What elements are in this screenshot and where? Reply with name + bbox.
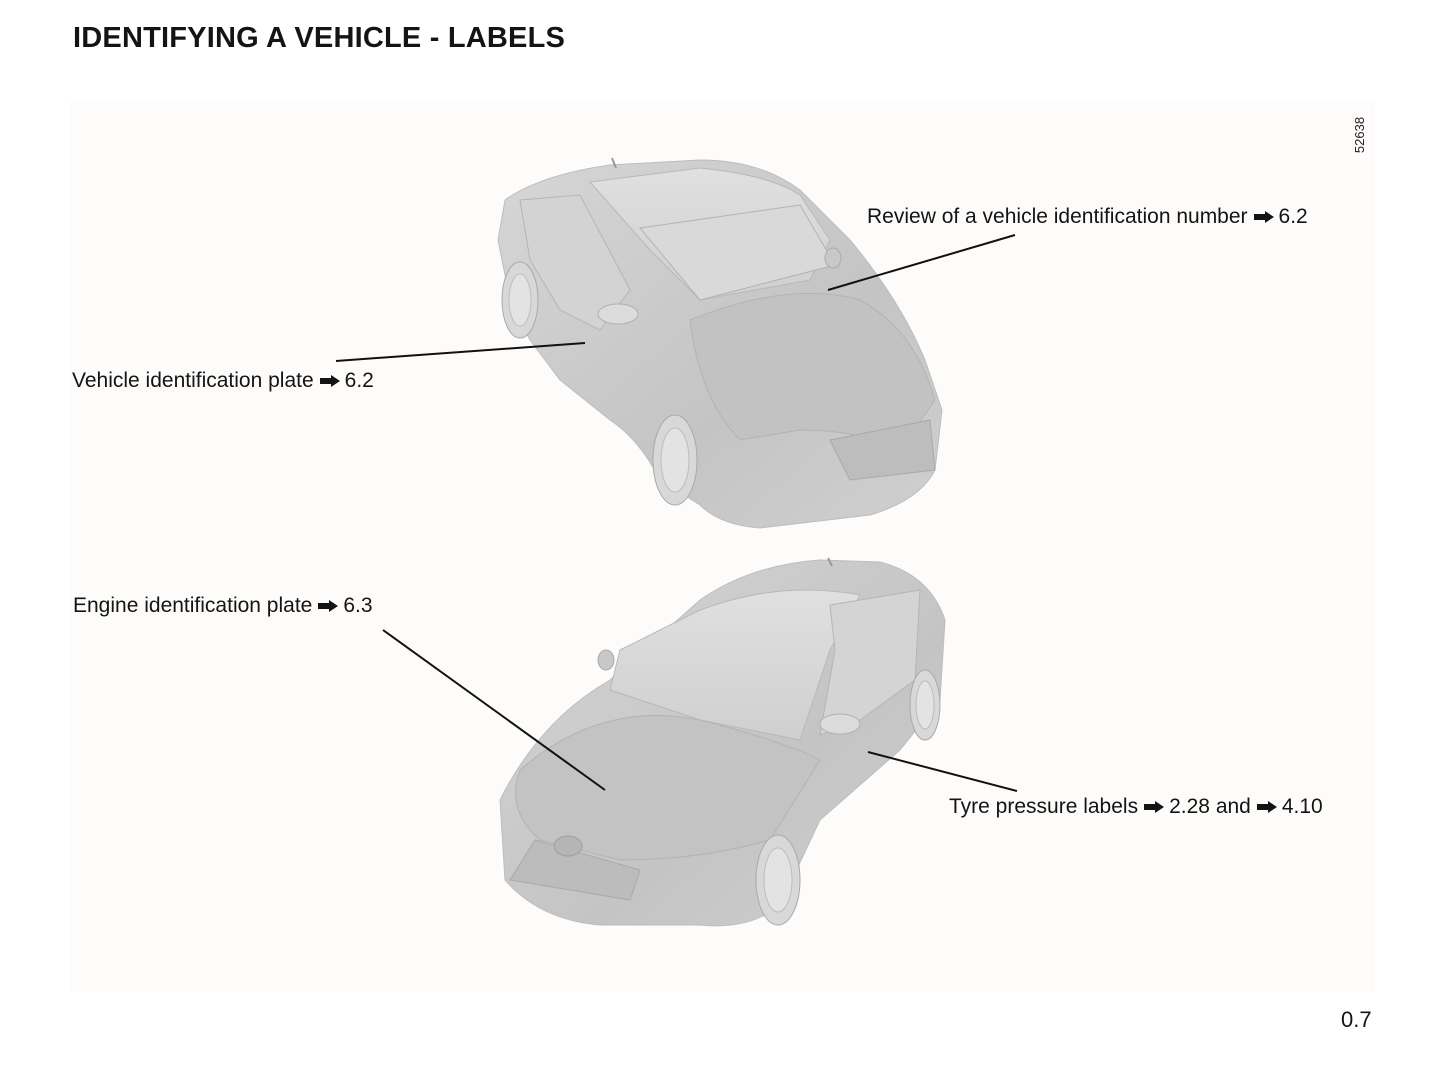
- callout-vin-review: Review of a vehicle identification numbe…: [867, 205, 1308, 229]
- leader-line-tyre-labels: [867, 751, 1018, 792]
- leader-line-engine-plate: [382, 629, 606, 791]
- page-reference[interactable]: 6.2: [1278, 205, 1308, 228]
- callout-engine-plate: Engine identification plate 6.3: [73, 594, 373, 618]
- leader-line-vin-review: [827, 234, 1016, 291]
- reference-arrow-icon: [1144, 801, 1165, 813]
- page-reference[interactable]: 6.2: [344, 369, 374, 392]
- page-number: 0.7: [1341, 1007, 1372, 1032]
- callout-text: Review of a vehicle identification numbe…: [867, 205, 1248, 228]
- leader-lines: [335, 234, 1018, 792]
- callout-vehicle-plate: Vehicle identification plate 6.2: [72, 369, 374, 393]
- callout-text: Tyre pressure labels: [949, 795, 1139, 818]
- page-title: IDENTIFYING A VEHICLE - LABELS: [73, 22, 566, 54]
- car-top-illustration: [497, 157, 943, 529]
- page-reference[interactable]: 6.3: [343, 594, 373, 617]
- page-reference[interactable]: 4.10: [1281, 795, 1323, 818]
- leader-line-vehicle-plate: [335, 342, 586, 362]
- page-reference[interactable]: 2.28: [1169, 795, 1210, 818]
- reference-arrow-icon: [1256, 801, 1277, 813]
- callout-joiner: and: [1215, 795, 1251, 818]
- callout-tyre-labels: Tyre pressure labels 2.28 and 4.10: [949, 795, 1323, 819]
- car-bottom-illustration: [499, 557, 946, 927]
- reference-arrow-icon: [1253, 211, 1274, 223]
- callout-text: Vehicle identification plate: [72, 369, 314, 392]
- reference-arrow-icon: [319, 375, 340, 387]
- reference-arrow-icon: [318, 600, 339, 612]
- callout-text: Engine identification plate: [73, 594, 313, 617]
